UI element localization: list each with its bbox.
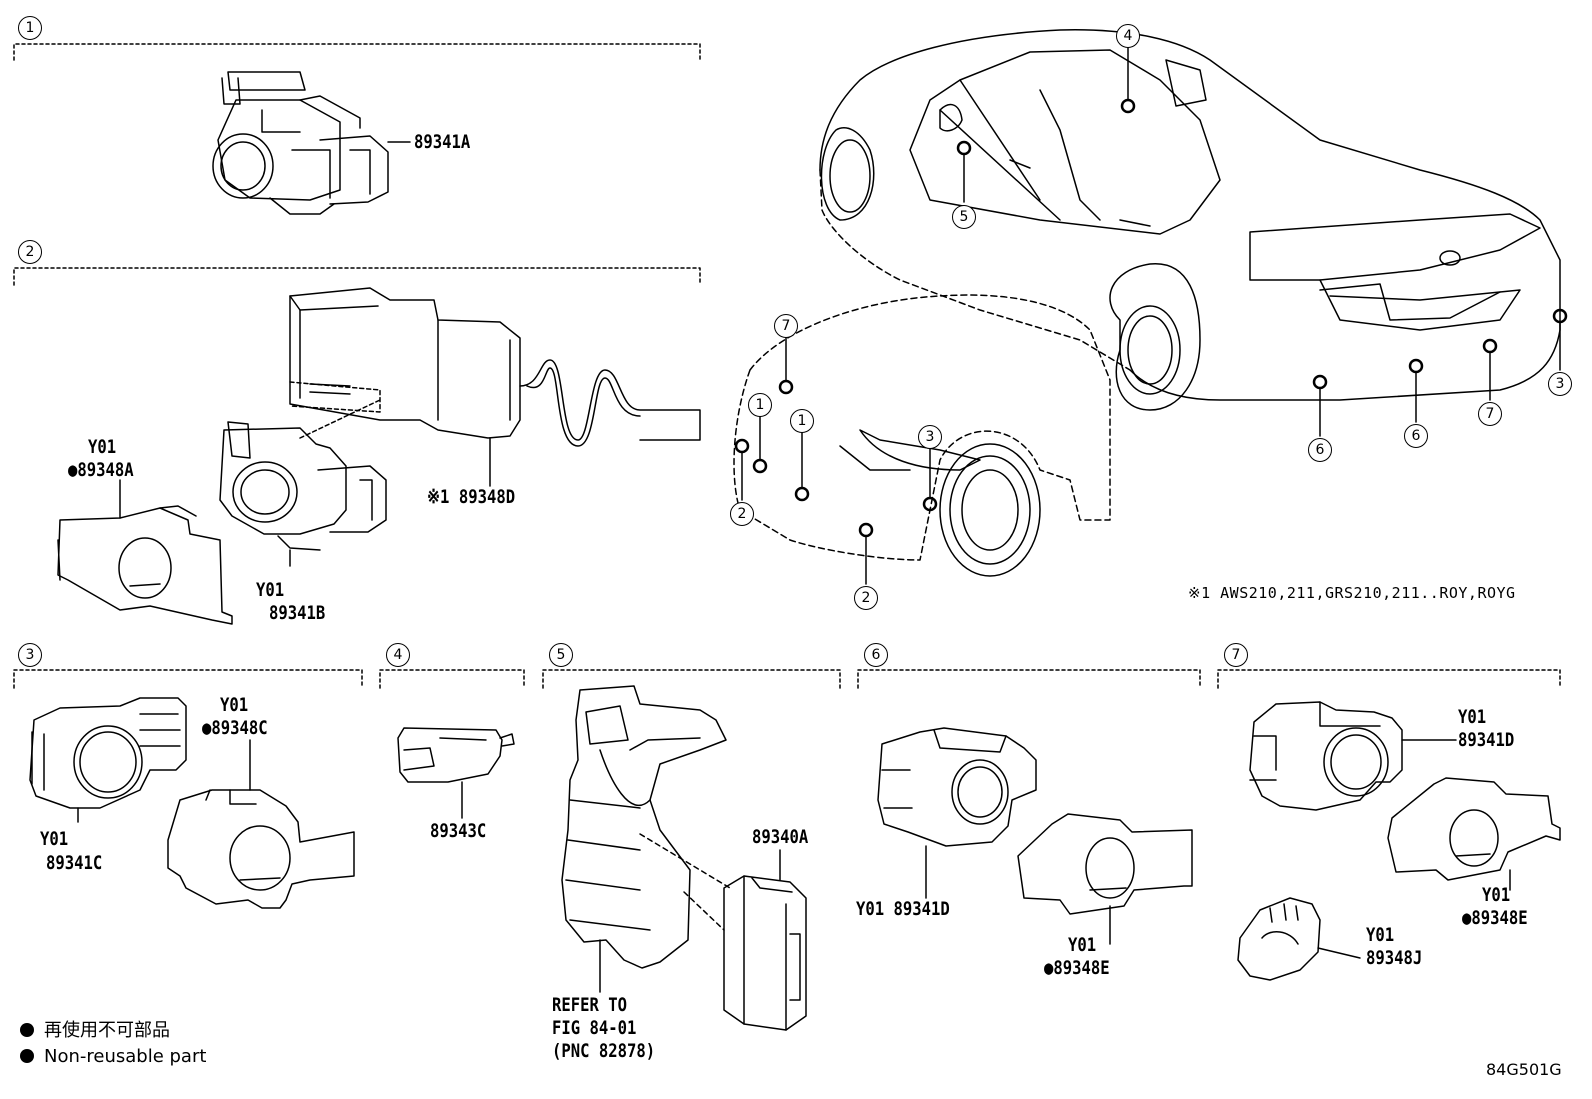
part-qualifier-y01: Y01 bbox=[1458, 706, 1487, 728]
car-callout-1: 1 bbox=[748, 393, 772, 417]
section-number-5: 5 bbox=[549, 643, 573, 667]
section-brackets bbox=[13, 43, 1561, 689]
part-number-89348E: ●89348E bbox=[1044, 957, 1110, 979]
car-callout-5: 5 bbox=[952, 205, 976, 229]
bullet-icon bbox=[20, 1049, 34, 1063]
cover-89348J-drawing bbox=[1237, 897, 1361, 981]
part-qualifier-y01: Y01 bbox=[40, 828, 69, 850]
retainer-89348C-drawing bbox=[167, 739, 355, 909]
sensor-89341A-drawing bbox=[212, 71, 411, 215]
car-callout-2: 2 bbox=[730, 502, 754, 526]
part-number-89341D: Y01 89341D bbox=[856, 898, 950, 920]
section-number-6: 6 bbox=[864, 643, 888, 667]
legend-en-text: Non-reusable part bbox=[44, 1046, 207, 1067]
car-callout-3: 7 bbox=[774, 314, 798, 338]
part-number-89341B: 89341B bbox=[269, 602, 326, 624]
car-callout-6: 6 bbox=[1308, 438, 1332, 462]
section-number-7: 7 bbox=[1224, 643, 1248, 667]
car-callout-7: 6 bbox=[1404, 424, 1428, 448]
legend-jp-text: 再使用不可部品 bbox=[44, 1020, 170, 1041]
part-number-89348E: ●89348E bbox=[1462, 907, 1528, 929]
sensor-89341C-drawing bbox=[29, 697, 187, 823]
part-number-89348J: 89348J bbox=[1366, 947, 1423, 969]
sensor-89343C-drawing bbox=[397, 727, 515, 819]
part-number-89348C: ●89348C bbox=[202, 717, 268, 739]
part-number-89348D: ※1 89348D bbox=[427, 486, 516, 508]
sensor-89341B-drawing bbox=[219, 399, 387, 567]
part-qualifier-y01: Y01 bbox=[1482, 884, 1511, 906]
part-qualifier-y01: Y01 bbox=[1068, 934, 1097, 956]
refer-note-line3: (PNC 82878) bbox=[552, 1040, 656, 1062]
bracket-drawing bbox=[561, 685, 727, 993]
car-callout-leaders bbox=[741, 47, 1561, 585]
part-qualifier-y01: Y01 bbox=[1366, 924, 1395, 946]
retainer-89348A-drawing bbox=[57, 479, 233, 625]
part-qualifier-y01: Y01 bbox=[88, 436, 117, 458]
part-number-89341C: 89341C bbox=[46, 852, 103, 874]
section-number-3: 3 bbox=[18, 643, 42, 667]
refer-note-line1: REFER TO bbox=[552, 994, 628, 1016]
part-number-89341A: 89341A bbox=[414, 131, 471, 153]
legend-row-en: Non-reusable part bbox=[20, 1044, 206, 1070]
figure-code: 84G501G bbox=[1486, 1060, 1562, 1079]
car-callout-2: 2 bbox=[854, 586, 878, 610]
car-callout-6: 3 bbox=[1548, 372, 1572, 396]
ecu-89340A-drawing bbox=[639, 833, 807, 1031]
part-number-89340A: 89340A bbox=[752, 826, 809, 848]
sensor-89341D-s7-drawing bbox=[1249, 701, 1457, 811]
model-footnote: ※1 AWS210,211,GRS210,211..ROY,ROYG bbox=[1188, 584, 1516, 602]
car-callout-7: 7 bbox=[1478, 402, 1502, 426]
part-number-89348A: ●89348A bbox=[68, 459, 134, 481]
legend: 再使用不可部品 Non-reusable part bbox=[20, 1018, 206, 1070]
section-number-2: 2 bbox=[18, 240, 42, 264]
retainer-89348E-s7-drawing bbox=[1387, 777, 1561, 891]
legend-row-jp: 再使用不可部品 bbox=[20, 1018, 206, 1044]
car-callout-4: 4 bbox=[1116, 24, 1140, 48]
sensor-89341D-s6-drawing bbox=[877, 727, 1037, 899]
part-number-89341D: 89341D bbox=[1458, 729, 1515, 751]
bullet-icon bbox=[20, 1023, 34, 1037]
car-callout-1: 1 bbox=[790, 409, 814, 433]
section-number-4: 4 bbox=[386, 643, 410, 667]
part-qualifier-y01: Y01 bbox=[220, 694, 249, 716]
retainer-89348E-s6-drawing bbox=[1017, 813, 1193, 945]
part-qualifier-y01: Y01 bbox=[256, 579, 285, 601]
sensor-89348D-drawing bbox=[289, 287, 701, 487]
car-callout-3: 3 bbox=[918, 425, 942, 449]
refer-note-line2: FIG 84-01 bbox=[552, 1017, 637, 1039]
part-number-89343C: 89343C bbox=[430, 820, 487, 842]
section-number-1: 1 bbox=[18, 16, 42, 40]
car-outline-drawing bbox=[733, 29, 1561, 577]
